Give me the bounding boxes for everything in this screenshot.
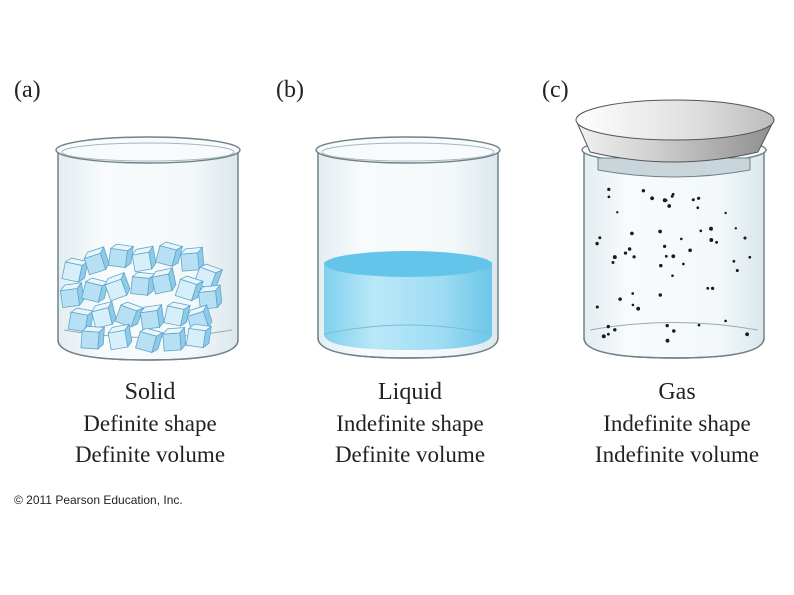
gas-particle (608, 196, 611, 199)
ice-cube (198, 285, 222, 309)
ice-cube (108, 243, 133, 268)
liquid-surface (324, 251, 492, 277)
gas-particle (706, 287, 709, 290)
panel-b-label: (b) (276, 77, 304, 104)
gas-particle (659, 293, 662, 296)
gas-particle (618, 297, 622, 301)
gas-particle (711, 287, 714, 290)
ice-cube (186, 323, 211, 348)
gas-particle (607, 188, 610, 191)
gas-particle (642, 189, 645, 192)
gas-particle (666, 339, 670, 343)
gas-particle (671, 274, 674, 277)
gas-particle (688, 248, 692, 252)
state-name: Gas (564, 376, 790, 408)
gas-particle (709, 238, 713, 242)
ice-cube (81, 326, 104, 349)
gas-particle (665, 255, 668, 258)
gas-particle (692, 198, 695, 201)
gas-particle (607, 325, 610, 328)
panel-c-label: (c) (542, 77, 569, 104)
gas-particle (724, 320, 727, 323)
ice-cube (140, 305, 165, 330)
gas-particle (667, 204, 671, 208)
gas-particle (630, 232, 634, 236)
gas-particle (733, 260, 736, 263)
gas-particle (631, 292, 634, 295)
ice-cube (163, 328, 186, 351)
gas-particle (595, 242, 598, 245)
gas-particle (735, 227, 737, 229)
gas-particle (715, 241, 718, 244)
gas-particle (743, 236, 746, 239)
gas-particle (602, 334, 606, 338)
gas-particle (671, 195, 674, 198)
gas-particle (659, 264, 663, 268)
volume-property: Indefinite volume (564, 439, 790, 470)
gas-particle (709, 227, 713, 231)
gas-particle (699, 230, 702, 233)
caption-solid: Solid Definite shape Definite volume (40, 376, 260, 470)
gas-particle (624, 251, 627, 254)
shape-property: Indefinite shape (300, 408, 520, 439)
gas-particle (671, 254, 675, 258)
beaker-gas (576, 100, 774, 358)
state-name: Solid (40, 376, 260, 408)
caption-gas: Gas Indefinite shape Indefinite volume (564, 376, 790, 470)
gas-particle (616, 211, 618, 213)
gas-particle (696, 206, 699, 209)
shape-property: Definite shape (40, 408, 260, 439)
gas-particle (598, 236, 601, 239)
gas-particle (596, 305, 599, 308)
gas-particle (628, 247, 632, 251)
ice-cube (60, 283, 85, 308)
gas-particle (697, 197, 700, 200)
caption-liquid: Liquid Indefinite shape Definite volume (300, 376, 520, 470)
gas-particle (613, 255, 617, 259)
copyright-credit: © 2011 Pearson Education, Inc. (14, 493, 183, 507)
gas-particle (636, 307, 640, 311)
volume-property: Definite volume (300, 439, 520, 470)
gas-particle (736, 269, 739, 272)
gas-particle (663, 245, 666, 248)
panel-a-label: (a) (14, 77, 41, 104)
volume-property: Definite volume (40, 439, 260, 470)
gas-particle (666, 324, 669, 327)
gas-particle (748, 256, 751, 259)
shape-property: Indefinite shape (564, 408, 790, 439)
ice-cube (131, 272, 155, 296)
gas-particle (745, 332, 749, 336)
gas-particle (680, 238, 683, 241)
gas-particle (698, 324, 701, 327)
state-name: Liquid (300, 376, 520, 408)
gas-particle (682, 263, 685, 266)
beaker-lid (576, 100, 774, 177)
gas-particle (672, 329, 675, 332)
gas-particle (632, 304, 635, 307)
gas-particle (632, 255, 635, 258)
gas-particle (611, 261, 614, 264)
gas-particle (663, 198, 667, 202)
gas-particle (724, 212, 726, 214)
gas-particle (607, 333, 610, 336)
beaker-liquid (316, 137, 500, 358)
gas-particle (613, 328, 616, 331)
gas-particle (658, 230, 662, 234)
gas-particle (650, 196, 654, 200)
beaker-solid (56, 137, 240, 360)
